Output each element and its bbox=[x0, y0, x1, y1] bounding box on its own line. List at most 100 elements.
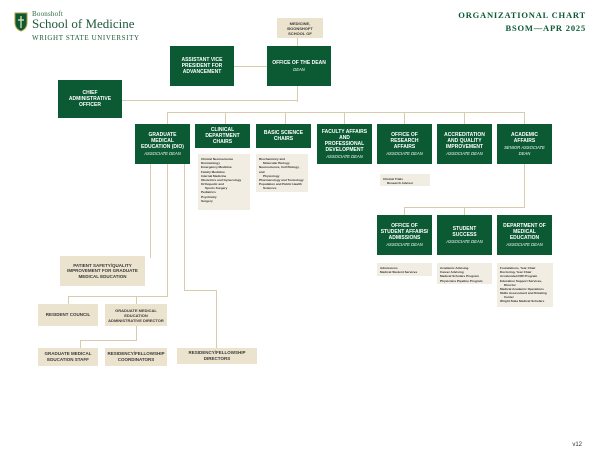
node-gme-admin-director[interactable]: GRADUATE MEDICAL EDUCATION ADMINISTRATIV… bbox=[105, 304, 167, 326]
connector bbox=[184, 290, 217, 291]
node-chief-admin-officer[interactable]: CHIEF ADMINISTRATIVE OFFICER bbox=[58, 80, 122, 118]
list-item: Sports Surgery bbox=[205, 186, 228, 191]
connector bbox=[216, 290, 217, 348]
connector bbox=[225, 112, 226, 124]
node-gme-staff[interactable]: GRADUATE MEDICAL EDUCATION STAFF bbox=[38, 348, 98, 366]
title-line-2: BSOM—APR 2025 bbox=[505, 23, 586, 33]
node-label: BASIC SCIENCE CHAIRS bbox=[263, 130, 304, 142]
node-sublabel: ASSOCIATE DEAN bbox=[144, 150, 181, 156]
node-residency-directors[interactable]: RESIDENCY/FELLOWSHIP DIRECTORS bbox=[177, 348, 257, 364]
list-item: Academic Advising bbox=[440, 266, 469, 270]
node-medicine-school[interactable]: MEDICINE, BOONSHOFT SCHOOL OF bbox=[277, 18, 323, 38]
list-item: Sciences bbox=[263, 186, 277, 191]
node-academic-affairs[interactable]: ACADEMIC AFFAIRS SENIOR ASSOCIATE DEAN bbox=[497, 124, 552, 164]
list-item: Medical Academic Operations bbox=[500, 286, 544, 291]
list-item: Psychiatry bbox=[201, 194, 217, 199]
list-item: Medical Student Services bbox=[380, 270, 418, 275]
logo-main-text: School of Medicine bbox=[32, 16, 135, 31]
list-item: Doctoring, Year Chair bbox=[500, 270, 532, 275]
list-item: Dermatology bbox=[201, 161, 220, 166]
node-label: OFFICE OF RESEARCH AFFAIRS bbox=[390, 131, 419, 150]
node-label: FACULTY AFFAIRS AND PROFESSIONAL DEVELOP… bbox=[321, 128, 368, 153]
list-item: Clinical Trials bbox=[383, 177, 403, 181]
node-student-success[interactable]: STUDENT SUCCESS ASSOCIATE DEAN bbox=[437, 215, 492, 255]
list-item: Director bbox=[504, 282, 516, 287]
connector bbox=[234, 66, 267, 67]
list-item: Pediatrics bbox=[201, 190, 216, 195]
node-patient-safety[interactable]: PATIENT SAFETY/QUALITY IMPROVEMENT FOR G… bbox=[60, 256, 145, 286]
node-accreditation[interactable]: ACCREDITATION AND QUALITY IMPROVEMENT AS… bbox=[437, 124, 492, 164]
list-item: Education Support Services, bbox=[500, 278, 543, 283]
node-dept-medical-education[interactable]: DEPARTMENT OF MEDICAL EDUCATION ASSOCIAT… bbox=[497, 215, 552, 255]
list-item: Skills Assessment and Rotating bbox=[500, 291, 547, 296]
node-sublabel: ASSOCIATE DEAN bbox=[326, 153, 363, 159]
logo-small-text: Boonshoft bbox=[32, 10, 63, 18]
student-success-list: Academic Advising Career Advising Medica… bbox=[437, 263, 492, 284]
node-office-of-dean[interactable]: OFFICE OF THE DEAN DEAN bbox=[267, 46, 331, 86]
shield-icon bbox=[14, 12, 28, 32]
list-item: Admissions bbox=[380, 266, 398, 270]
node-label: DEPARTMENT OF MEDICAL EDUCATION bbox=[503, 222, 546, 241]
node-assistant-vp[interactable]: ASSISTANT VICE PRESIDENT FOR ADVANCEMENT bbox=[170, 46, 234, 86]
node-label: ACCREDITATION AND QUALITY IMPROVEMENT bbox=[444, 131, 485, 150]
school-logo: Boonshoft School of Medicine WRIGHT STAT… bbox=[14, 10, 164, 50]
node-faculty-affairs[interactable]: FACULTY AFFAIRS AND PROFESSIONAL DEVELOP… bbox=[317, 124, 372, 164]
list-item: Orthopedic and bbox=[201, 182, 224, 187]
node-label: GRADUATE MEDICAL EDUCATION STAFF bbox=[44, 351, 92, 362]
node-research-affairs[interactable]: OFFICE OF RESEARCH AFFAIRS ASSOCIATE DEA… bbox=[377, 124, 432, 164]
node-basic-science-chairs[interactable]: BASIC SCIENCE CHAIRS bbox=[256, 124, 311, 148]
node-label: OFFICE OF STUDENT AFFAIRS/ ADMISSIONS bbox=[380, 222, 429, 241]
clinical-chairs-list: Clinical Neuroscience Dermatology Emerge… bbox=[198, 154, 250, 210]
connector bbox=[68, 296, 69, 304]
basic-science-list: Biochemistry and Molecular Biology Neuro… bbox=[256, 154, 308, 192]
connector bbox=[404, 207, 405, 215]
connector bbox=[136, 326, 137, 340]
connector bbox=[524, 164, 525, 208]
connector bbox=[167, 112, 525, 113]
connector bbox=[184, 164, 185, 290]
dme-list: Foundations, Year Chair Doctoring, Year … bbox=[497, 263, 553, 307]
list-item: Research Advisor bbox=[387, 181, 414, 186]
node-gme[interactable]: GRADUATE MEDICAL EDUCATION (DIO) ASSOCIA… bbox=[135, 124, 190, 164]
list-item: Foundations, Year Chair bbox=[500, 266, 536, 270]
node-label: ACADEMIC AFFAIRS bbox=[511, 132, 538, 145]
node-sublabel: ASSOCIATE DEAN bbox=[386, 241, 423, 247]
list-item: Obstetrics and Gynecology bbox=[201, 177, 242, 182]
list-item: Accelerated DIR Program bbox=[500, 274, 538, 279]
node-label: RESIDENT COUNCIL bbox=[45, 312, 91, 318]
connector bbox=[464, 112, 465, 124]
connector bbox=[167, 112, 168, 124]
list-item: Clinical Neuroscience bbox=[201, 157, 234, 161]
node-residency-coordinators[interactable]: RESIDENCY/FELLOWSHIP COORDINATORS bbox=[105, 348, 167, 366]
node-label: MEDICINE, BOONSHOFT SCHOOL OF bbox=[287, 20, 313, 36]
node-label: GRADUATE MEDICAL EDUCATION (DIO) bbox=[141, 131, 184, 150]
node-sublabel: SENIOR ASSOCIATE DEAN bbox=[504, 145, 545, 156]
title-line-1: ORGANIZATIONAL CHART bbox=[458, 10, 586, 20]
chart-title: ORGANIZATIONAL CHART BSOM—APR 2025 bbox=[458, 10, 586, 33]
node-clinical-chairs[interactable]: CLINICAL DEPARTMENT CHAIRS bbox=[195, 124, 250, 148]
node-label: STUDENT SUCCESS bbox=[452, 225, 477, 238]
list-item: Career Advising bbox=[440, 270, 464, 275]
node-sublabel: ASSOCIATE DEAN bbox=[446, 150, 483, 156]
connector bbox=[297, 38, 298, 46]
connector bbox=[68, 296, 168, 297]
connector bbox=[285, 112, 286, 124]
node-resident-council[interactable]: RESIDENT COUNCIL bbox=[38, 304, 98, 326]
list-item: Surgery bbox=[201, 198, 213, 203]
connector bbox=[122, 100, 298, 101]
node-sublabel: ASSOCIATE DEAN bbox=[506, 241, 543, 247]
connector bbox=[136, 296, 137, 304]
list-item: Physiology bbox=[263, 173, 280, 178]
list-item: Molecular Biology bbox=[263, 161, 290, 166]
list-item: Neuroscience, Cell Biology, and bbox=[259, 165, 300, 174]
list-item: Population and Public Health bbox=[259, 182, 302, 187]
node-label: CHIEF ADMINISTRATIVE OFFICER bbox=[68, 90, 112, 108]
logo-university-text: WRIGHT STATE UNIVERSITY bbox=[32, 34, 140, 42]
connector bbox=[344, 112, 345, 124]
node-student-affairs[interactable]: OFFICE OF STUDENT AFFAIRS/ ADMISSIONS AS… bbox=[377, 215, 432, 255]
research-list: Clinical Trials Research Advisor bbox=[380, 174, 430, 186]
connector bbox=[524, 112, 525, 124]
list-item: Pharmacology and Toxicology bbox=[259, 177, 304, 182]
connector bbox=[80, 340, 137, 341]
list-item: Internal Medicine bbox=[201, 173, 227, 178]
